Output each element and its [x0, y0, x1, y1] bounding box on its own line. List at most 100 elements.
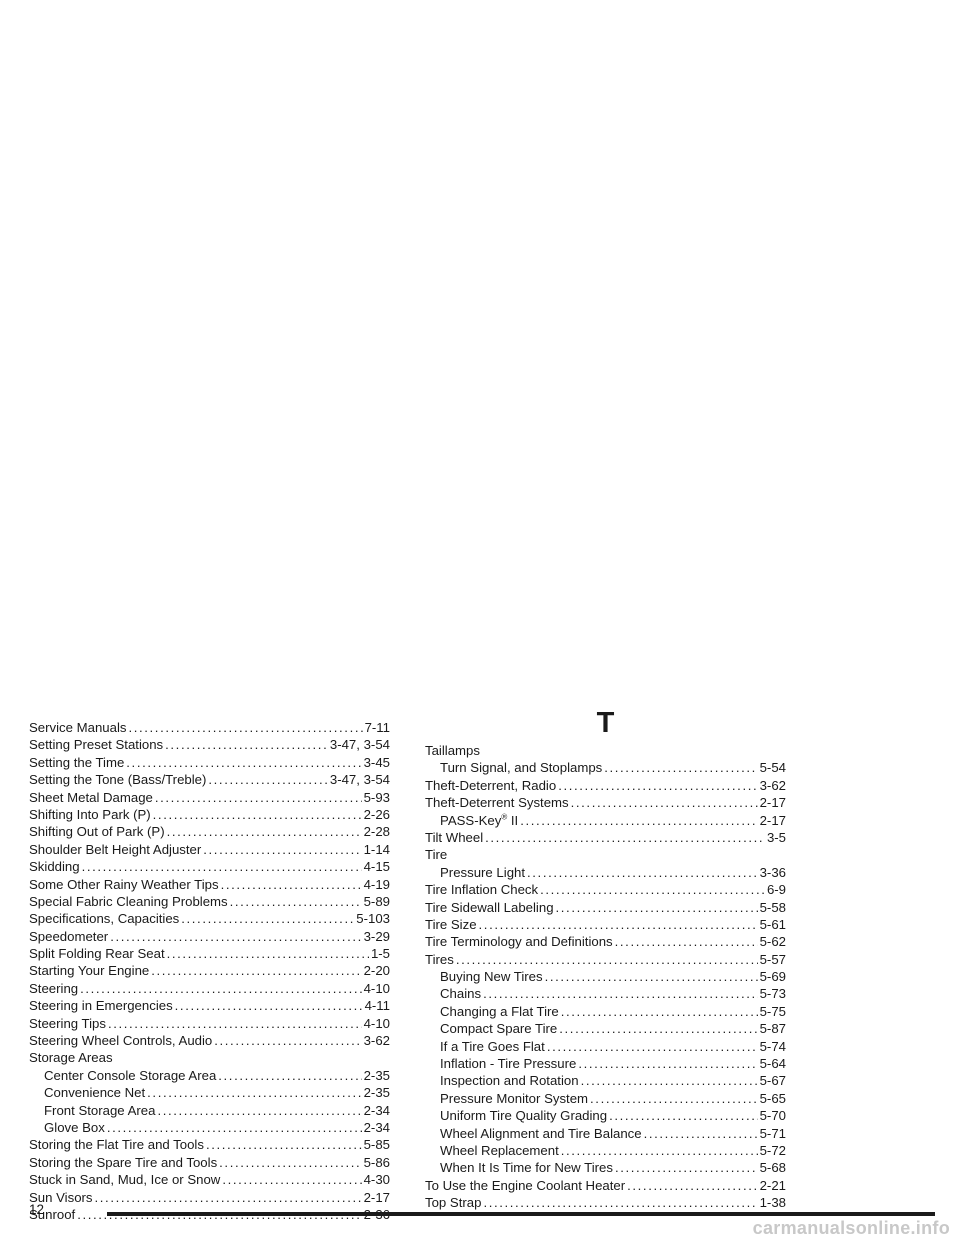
dot-leader [126, 754, 361, 771]
index-entry: Tire Inflation Check6-9 [425, 881, 786, 898]
entry-label: Storing the Flat Tire and Tools [29, 1136, 204, 1153]
entry-text: Steering Wheel Controls, Audio [29, 1033, 213, 1049]
index-entry: Setting Preset Stations 3-47, 3-54 [29, 736, 390, 753]
index-entry: Top Strap 1-38 [425, 1194, 786, 1211]
entry-label: Sun Visors [29, 1189, 93, 1206]
dot-leader [547, 1038, 758, 1055]
page-reference: 3-5 [766, 829, 786, 845]
page-reference: 1-38 [759, 1195, 786, 1211]
index-entry: Split Folding Rear Seat1-5 [29, 945, 390, 962]
page-reference: 3-47, 3-54 [329, 737, 390, 753]
page-reference: 5-86 [363, 1154, 390, 1170]
dot-leader [561, 1003, 758, 1020]
entry-text: Storing the Spare Tire and Tools [29, 1154, 218, 1170]
index-subentry: Buying New Tires5-69 [425, 968, 786, 985]
dot-leader [571, 794, 758, 811]
entry-text: Special Fabric Cleaning Problems [29, 893, 228, 909]
page-reference: 2-34 [363, 1102, 390, 1118]
dot-leader [165, 736, 328, 753]
entry-text: Shoulder Belt Height Adjuster [29, 841, 202, 857]
entry-label: Steering Tips [29, 1015, 106, 1032]
dot-leader [155, 789, 362, 806]
dot-leader [214, 1032, 361, 1049]
page-reference: 7-11 [364, 720, 390, 735]
dot-leader [206, 1136, 362, 1153]
dot-leader [615, 933, 758, 950]
entry-label: Tilt Wheel [425, 829, 483, 846]
page-reference: 2-21 [759, 1177, 786, 1193]
entry-text: When It Is Time for New Tires [440, 1160, 613, 1176]
index-entry: Tire Terminology and Definitions5-62 [425, 933, 786, 950]
entry-label: Turn Signal, and Stoplamps [440, 759, 602, 776]
entry-label: PASS-Key® II [440, 812, 518, 829]
dot-leader [483, 985, 758, 1002]
dot-leader [483, 1194, 757, 1211]
page-reference: 4-15 [363, 859, 390, 875]
entry-label: Glove Box [44, 1119, 105, 1136]
dot-leader [545, 968, 758, 985]
dot-leader [203, 841, 361, 858]
index-heading: Tire [425, 847, 448, 863]
index-subentry: Wheel Replacement5-72 [425, 1142, 786, 1159]
index-entry: Setting the Tone (Bass/Treble)3-47, 3-54 [29, 771, 390, 788]
entry-label: Pressure Light [440, 864, 525, 881]
entry-text: Steering [29, 980, 79, 996]
entry-label: Split Folding Rear Seat [29, 945, 165, 962]
dot-leader [559, 1020, 757, 1037]
entry-text: Skidding [29, 859, 80, 875]
entry-label: Uniform Tire Quality Grading [440, 1107, 607, 1124]
index-entry: Starting Your Engine2-20 [29, 962, 390, 979]
dot-leader [527, 864, 758, 881]
entry-label: Pressure Monitor System [440, 1090, 588, 1107]
page-reference: 5-75 [759, 1003, 786, 1019]
page-reference: 2-35 [363, 1085, 390, 1101]
index-entry: Steering Wheel Controls, Audio 3-62 [29, 1032, 390, 1049]
dot-leader [219, 1154, 361, 1171]
dot-leader [153, 806, 362, 823]
dot-leader [604, 759, 757, 776]
entry-label: Top Strap [425, 1194, 481, 1211]
dot-leader [108, 1015, 362, 1032]
entry-label: Tire Inflation Check [425, 881, 538, 898]
index-subentry: Glove Box 2-34 [29, 1119, 390, 1136]
entry-text: Steering Tips [29, 1015, 106, 1031]
index-entry: Steering Tips4-10 [29, 1015, 390, 1032]
entry-label: Wheel Alignment and Tire Balance [440, 1125, 642, 1142]
index-entry: Skidding 4-15 [29, 858, 390, 875]
entry-label: To Use the Engine Coolant Heater [425, 1177, 625, 1194]
entry-label: Setting Preset Stations [29, 736, 163, 753]
dot-leader [175, 997, 363, 1014]
entry-text: Specifications, Capacities [29, 911, 180, 927]
index-subentry: Wheel Alignment and Tire Balance5-71 [425, 1125, 786, 1142]
watermark: carmanualsonline.info [752, 1218, 950, 1238]
entry-text: Setting Preset Stations [29, 737, 164, 753]
entry-label: Stuck in Sand, Mud, Ice or Snow [29, 1171, 220, 1188]
page-reference: 2-34 [363, 1119, 390, 1135]
page-reference: 1-14 [363, 841, 390, 857]
entry-text: Uniform Tire Quality Grading [440, 1108, 608, 1124]
page-reference: 3-62 [363, 1033, 390, 1049]
entry-text: Tire Terminology and Definitions [425, 934, 613, 950]
entry-label: Sunroof [29, 1206, 75, 1223]
entry-text: Speedometer [29, 928, 109, 944]
page-number: 12 [29, 1202, 45, 1217]
page-reference: 5-72 [759, 1142, 786, 1158]
page-reference: 2-26 [363, 806, 390, 822]
entry-label: Tire Size [425, 916, 477, 933]
dot-leader [95, 1189, 362, 1206]
entry-text: PASS-Key [440, 812, 502, 828]
page-reference: 3-36 [759, 864, 786, 880]
entry-label: Front Storage Area [44, 1102, 155, 1119]
page-reference: 3-29 [363, 928, 390, 944]
page-reference: 5-58 [759, 899, 786, 915]
entry-text: Pressure Monitor System [440, 1090, 589, 1106]
page-reference: 5-64 [759, 1056, 786, 1072]
index-entry: Theft-Deterrent Systems2-17 [425, 794, 786, 811]
dot-leader [609, 1107, 757, 1124]
page-reference: 3-62 [759, 777, 786, 793]
entry-label: Some Other Rainy Weather Tips [29, 876, 219, 893]
entry-text: Starting Your Engine [29, 963, 150, 979]
page-reference: 3-47, 3-54 [329, 772, 390, 788]
entry-text: Shifting Into Park (P) [29, 806, 151, 822]
